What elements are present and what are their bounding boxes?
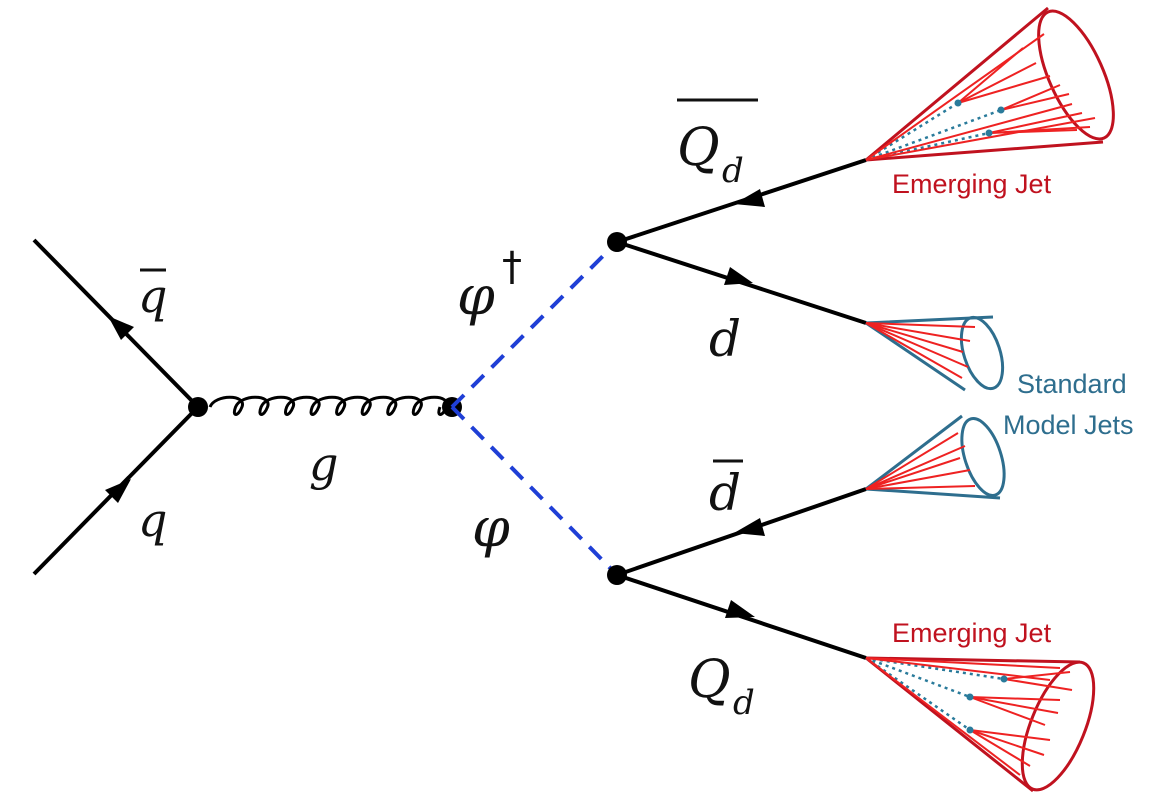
emerging-jet-top-vertices (954, 99, 1005, 137)
svg-text:d: d (722, 151, 744, 191)
phi-dagger-line (450, 240, 619, 409)
Qd-arrow (725, 600, 755, 618)
label-phi-dagger: φ † (457, 244, 522, 327)
emerging-jet-bottom-cone (865, 656, 1081, 793)
label-d: d (709, 310, 741, 368)
emerging-jet-bottom-tracks (865, 657, 1073, 776)
label-q: q (138, 493, 167, 547)
standard-model-jets-label-line1: Standard (1017, 369, 1127, 399)
label-Qd-bar: Q d (677, 98, 758, 191)
label-phi: φ (472, 496, 510, 559)
phi-line (450, 405, 619, 577)
emerging-jet-top-tracks (865, 33, 1096, 161)
svg-text:d: d (709, 464, 741, 522)
dbar-arrow (734, 518, 765, 536)
label-gluon: g (309, 437, 338, 491)
standard-jet-lower-rim (960, 417, 1006, 497)
standard-model-jets-label-line2: Model Jets (1003, 410, 1134, 440)
svg-text:d: d (733, 683, 755, 723)
svg-text:φ: φ (457, 264, 495, 327)
vertex-qqg (188, 397, 208, 417)
standard-jet-upper-tracks (865, 322, 976, 379)
emerging-jet-top-cone (865, 6, 1104, 162)
emerging-jet-bottom-vertices (966, 675, 1008, 734)
svg-text:Q: Q (677, 118, 720, 178)
label-Qd: Q d (688, 650, 755, 723)
emerging-jet-top (865, 6, 1115, 162)
svg-text:†: † (502, 244, 522, 290)
emerging-jet-bottom-rim (1020, 660, 1096, 792)
Qd-bar-arrow (734, 189, 765, 207)
emerging-jet-top-rim (1037, 9, 1115, 141)
standard-jet-lower (865, 414, 1006, 500)
quark-arrow (105, 479, 131, 503)
gluon-line (208, 395, 449, 416)
emerging-jet-bottom-label: Emerging Jet (892, 618, 1052, 648)
label-dbar: d (709, 459, 743, 522)
standard-jet-upper-rim (959, 315, 1005, 391)
svg-text:q: q (138, 269, 167, 323)
emerging-jet-top-displaced-tracks (865, 101, 1002, 162)
emerging-jet-bottom-displaced-tracks (865, 656, 1005, 732)
standard-jet-lower-tracks (865, 432, 976, 490)
d-arrow (724, 267, 753, 285)
emerging-jet-bottom (865, 656, 1096, 793)
emerging-jet-top-label: Emerging Jet (892, 169, 1052, 199)
standard-jet-lower-cone (865, 414, 1001, 500)
label-qbar: q (138, 268, 167, 323)
standard-jet-upper (865, 315, 1005, 392)
antiquark-arrow (108, 316, 134, 340)
svg-text:Q: Q (688, 650, 731, 710)
